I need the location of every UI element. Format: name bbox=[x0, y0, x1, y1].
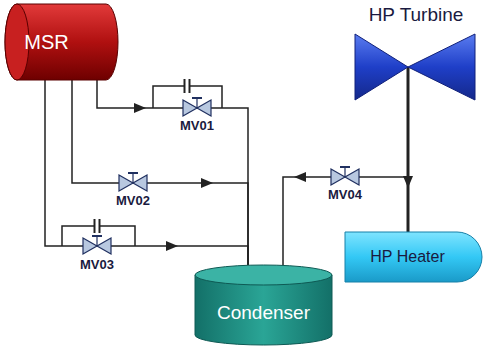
valve-symbol bbox=[119, 173, 147, 191]
bypass-line bbox=[62, 86, 222, 246]
arrow-head bbox=[403, 176, 413, 188]
pipe-line bbox=[72, 80, 248, 265]
condenser-tank: Condenser bbox=[195, 265, 332, 345]
node-label: Condenser bbox=[217, 302, 310, 324]
arrow-head bbox=[294, 172, 306, 182]
arrow-head bbox=[134, 103, 146, 113]
node-label: HP Heater bbox=[370, 248, 444, 266]
node-label: MSR bbox=[24, 31, 68, 54]
arrow-head bbox=[166, 241, 178, 251]
pipe-line bbox=[97, 80, 248, 265]
pipe-line bbox=[45, 80, 248, 265]
valve-symbol bbox=[83, 236, 111, 254]
valve-tag: MV02 bbox=[116, 193, 150, 208]
valve-tag: MV01 bbox=[180, 118, 214, 133]
valve-symbol bbox=[183, 98, 211, 116]
valve-tag: MV03 bbox=[80, 257, 114, 272]
vessel-tank: MSR bbox=[5, 4, 118, 80]
valve-tag: MV04 bbox=[328, 187, 362, 202]
arrow-head bbox=[201, 178, 213, 188]
valve-symbol bbox=[331, 167, 359, 185]
node-label: HP Turbine bbox=[369, 4, 464, 26]
heater-tank: HP Heater bbox=[345, 232, 482, 282]
orifice-symbol bbox=[94, 79, 190, 233]
turbine-symbol: HP Turbine bbox=[350, 4, 482, 102]
